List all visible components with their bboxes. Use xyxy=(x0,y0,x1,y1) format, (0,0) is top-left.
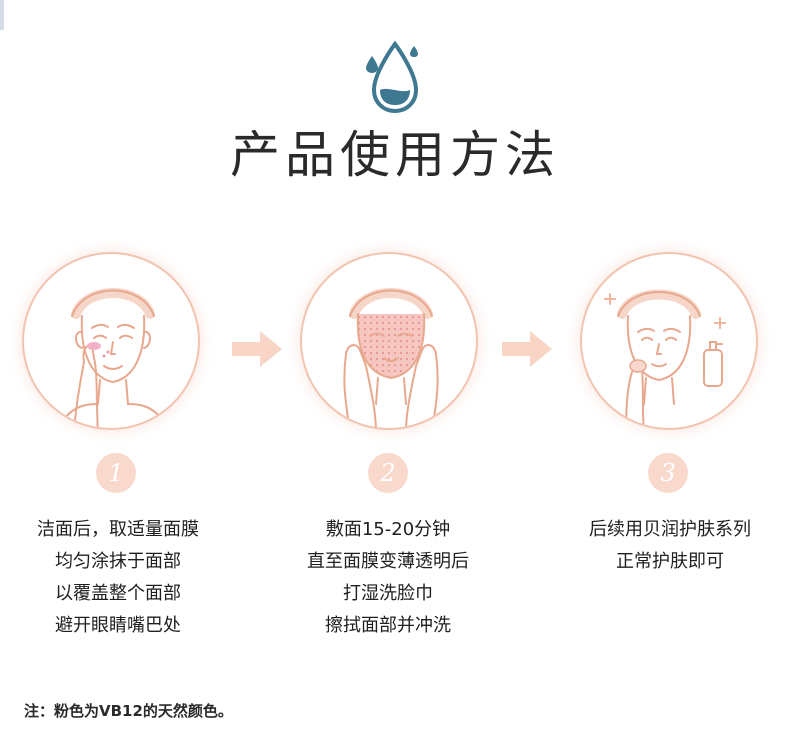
step-2-description: 敷面15-20分钟 直至面膜变薄透明后 打湿洗脸巾 擦拭面部并冲洗 xyxy=(270,514,506,642)
step-3-description: 后续用贝润护肤系列 正常护肤即可 xyxy=(552,514,788,578)
step-1-line: 均匀涂抹于面部 xyxy=(55,551,181,572)
step-1-number: 1 xyxy=(96,453,136,493)
step-1-line: 洁面后，取适量面膜 xyxy=(37,519,199,540)
step-2-line: 打湿洗脸巾 xyxy=(343,583,433,604)
step-1-description: 洁面后，取适量面膜 均匀涂抹于面部 以覆盖整个面部 避开眼睛嘴巴处 xyxy=(0,514,236,642)
arrow-right-icon xyxy=(502,331,552,367)
step-3-illustration xyxy=(580,252,758,430)
page-title: 产品使用方法 xyxy=(230,126,560,184)
footnote: 注：粉色为VB12的天然颜色。 xyxy=(24,702,233,720)
step-3-number: 3 xyxy=(648,453,688,493)
arrow-right-icon xyxy=(232,331,282,367)
step-1-line: 以覆盖整个面部 xyxy=(55,583,181,604)
step-2-line: 擦拭面部并冲洗 xyxy=(325,615,451,636)
step-3-line: 后续用贝润护肤系列 xyxy=(589,519,751,540)
step-1-illustration xyxy=(22,252,200,430)
step-2-line: 敷面15-20分钟 xyxy=(325,519,451,540)
corner-accent xyxy=(0,0,4,30)
step-2-number: 2 xyxy=(368,453,408,493)
step-2-line: 直至面膜变薄透明后 xyxy=(307,551,469,572)
step-2-illustration xyxy=(300,252,478,430)
step-1-line: 避开眼睛嘴巴处 xyxy=(55,615,181,636)
step-3-line: 正常护肤即可 xyxy=(616,551,724,572)
water-drop-icon xyxy=(366,40,419,114)
